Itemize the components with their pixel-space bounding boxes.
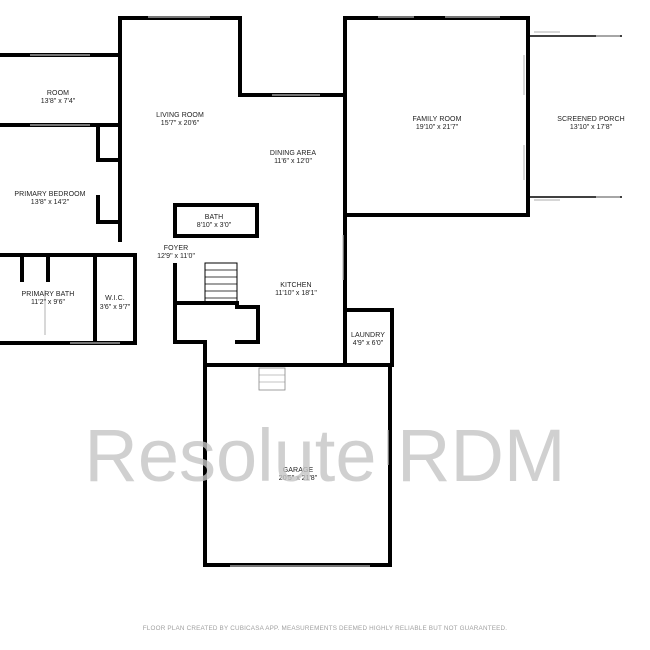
room-name-foyer: FOYER (164, 245, 189, 252)
room-dims-foyer: 12'9" x 11'0" (157, 253, 195, 260)
room-dims-garage: 20'5" x 21'8" (279, 475, 318, 482)
room-name-laundry: LAUNDRY (351, 332, 385, 339)
footer-disclaimer: FLOOR PLAN CREATED BY CUBICASA APP. MEAS… (143, 625, 508, 632)
watermark: Resolute RDM (84, 414, 565, 497)
room-dims-living-room: 15'7" x 20'6" (161, 120, 200, 127)
room-dims-bath: 8'10" x 3'0" (197, 222, 232, 229)
room-name-primary-bath: PRIMARY BATH (22, 291, 75, 298)
room-name-primary-bedroom: PRIMARY BEDROOM (14, 191, 85, 198)
room-dims-room: 13'8" x 7'4" (41, 98, 76, 105)
room-dims-primary-bath: 11'2" x 9'6" (31, 299, 65, 306)
walls (0, 16, 622, 567)
room-name-room: ROOM (47, 90, 69, 97)
room-dims-laundry: 4'9" x 6'0" (353, 340, 384, 347)
room-dims-screened-porch: 13'10" x 17'8" (570, 124, 613, 131)
stairs (204, 262, 286, 391)
room-dims-primary-bedroom: 13'8" x 14'2" (31, 199, 70, 206)
room-name-dining-area: DINING AREA (270, 150, 316, 157)
room-name-screened-porch: SCREENED PORCH (557, 116, 625, 123)
room-name-kitchen: KITCHEN (280, 282, 311, 289)
room-name-bath: BATH (205, 214, 224, 221)
room-name-garage: GARAGE (283, 467, 314, 474)
room-dims-kitchen: 11'10" x 18'1" (275, 290, 317, 297)
room-name-family-room: FAMILY ROOM (412, 116, 461, 123)
room-labels: ROOM 13'8" x 7'4" LIVING ROOM 15'7" x 20… (14, 90, 624, 482)
room-dims-wic: 3'6" x 9'7" (100, 304, 131, 311)
room-name-wic: W.I.C. (105, 295, 125, 302)
room-dims-family-room: 19'10" x 21'7" (416, 124, 459, 131)
room-dims-dining-area: 11'6" x 12'0" (274, 158, 312, 165)
room-name-living-room: LIVING ROOM (156, 112, 204, 119)
openings (30, 16, 620, 567)
